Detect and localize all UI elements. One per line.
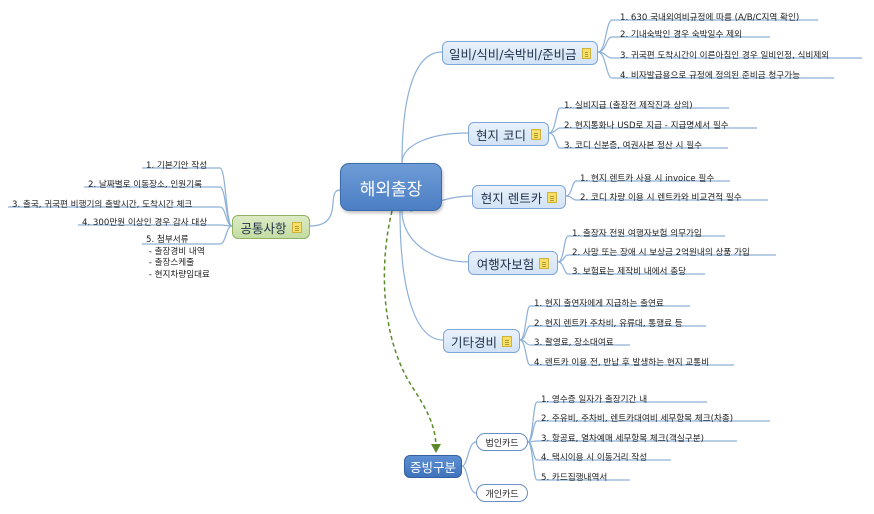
central-topic-label: 해외출장: [359, 179, 423, 200]
subtopic[interactable]: 2. 현지 렌트카 주차비, 유류대, 통행료 등: [534, 319, 683, 329]
subtopic-attachments[interactable]: 5. 첨부서류 - 출장경비 내역 - 출장스케줄 - 현지차량임대료: [146, 235, 210, 280]
note-icon[interactable]: [530, 128, 541, 140]
topic-evidence[interactable]: 증빙구분: [404, 455, 462, 478]
personal-card-label: 개인카드: [485, 489, 519, 500]
topic-label: 기타경비: [450, 334, 497, 350]
note-icon[interactable]: [291, 221, 302, 233]
subtopic[interactable]: 4. 택시이용 시 이동거리 작성: [541, 453, 648, 463]
topic-daily-allowance[interactable]: 일비/식비/숙박비/준비금: [442, 41, 598, 65]
subtopic[interactable]: 2. 코디 차량 이용 시 렌트카와 비교견적 필수: [580, 193, 742, 203]
subtopic[interactable]: 3. 촬영료, 장소대여료: [534, 338, 614, 348]
subtopic[interactable]: 1. 현지 출연자에게 지급하는 출연료: [534, 299, 664, 309]
subtopic[interactable]: 5. 카드집행내역서: [541, 473, 608, 483]
topic-other-expenses[interactable]: 기타경비: [443, 329, 520, 353]
subtopic[interactable]: 2. 사망 또는 장애 시 보상금 2억원내의 상품 가입: [572, 248, 750, 258]
subtopic[interactable]: 4. 300만원 이상인 경우 감사 대상: [82, 218, 208, 228]
topic-label: 공통사항: [240, 220, 287, 236]
subtopic[interactable]: 2. 주유비, 주차비, 렌트카대여비 세무항목 체크(차종): [541, 414, 734, 424]
topic-label: 여행자보험: [476, 256, 535, 272]
topic-label: 현지 코디: [476, 127, 526, 143]
subtopic[interactable]: 3. 귀국편 도착시간이 이른아침인 경우 일비인정, 식비제외: [620, 51, 830, 61]
topic-travel-insurance[interactable]: 여행자보험: [468, 251, 558, 275]
central-topic[interactable]: 해외출장: [340, 163, 442, 211]
subtopic[interactable]: 2. 기내숙박인 경우 숙박일수 제외: [620, 30, 742, 40]
subtopic[interactable]: 1. 630 국내외여비규정에 따름 (A/B/C지역 확인): [620, 13, 800, 23]
subtopic[interactable]: 1. 현지 렌트카 사용 시 invoice 필수: [580, 174, 715, 184]
subtopic[interactable]: 3. 출국, 귀국편 비행기의 출발시간, 도착시간 체크: [12, 200, 193, 210]
subtopic[interactable]: 1. 영수증 일자가 출장기간 내: [541, 395, 648, 405]
subtopic[interactable]: 2. 현지통화나 USD로 지급 - 지급명세서 필수: [564, 121, 729, 131]
topic-local-rental-car[interactable]: 현지 렌트카: [472, 185, 566, 209]
subtopic[interactable]: 4. 렌트카 이용 전, 반납 후 발생하는 현지 교통비: [534, 358, 710, 368]
subtopic[interactable]: 3. 코디 신분증, 여권사본 정산 시 필수: [564, 141, 703, 151]
subtopic[interactable]: 1. 출장자 전원 여행자보험 의무가입: [572, 229, 702, 239]
topic-common[interactable]: 공통사항: [232, 215, 310, 239]
corporate-card-label: 법인카드: [485, 438, 519, 449]
subtopic[interactable]: 4. 비자발급용으로 규정에 정의된 준비금 청구가능: [620, 71, 800, 81]
personal-card-node[interactable]: 개인카드: [476, 484, 528, 502]
note-icon[interactable]: [539, 257, 550, 269]
topic-local-coordinator[interactable]: 현지 코디: [468, 122, 549, 146]
topic-label: 일비/식비/숙박비/준비금: [449, 46, 577, 62]
topic-label: 증빙구분: [410, 460, 457, 475]
subtopic[interactable]: 3. 보험료는 제작비 내에서 충당: [572, 267, 687, 277]
subtopic[interactable]: 3. 항공료, 열차예매 세무항목 체크(객실구분): [541, 434, 704, 444]
note-icon[interactable]: [547, 191, 558, 203]
note-icon[interactable]: [502, 335, 512, 347]
note-icon[interactable]: [581, 47, 591, 59]
topic-label: 현지 렌트카: [480, 190, 543, 206]
subtopic[interactable]: 1. 실비지급 (출장전 제작진과 상의): [564, 101, 693, 111]
corporate-card-node[interactable]: 법인카드: [476, 433, 528, 451]
subtopic[interactable]: 1. 기본기안 작성: [146, 161, 208, 171]
subtopic[interactable]: 2. 날짜별로 이동장소, 인원기록: [88, 180, 203, 190]
